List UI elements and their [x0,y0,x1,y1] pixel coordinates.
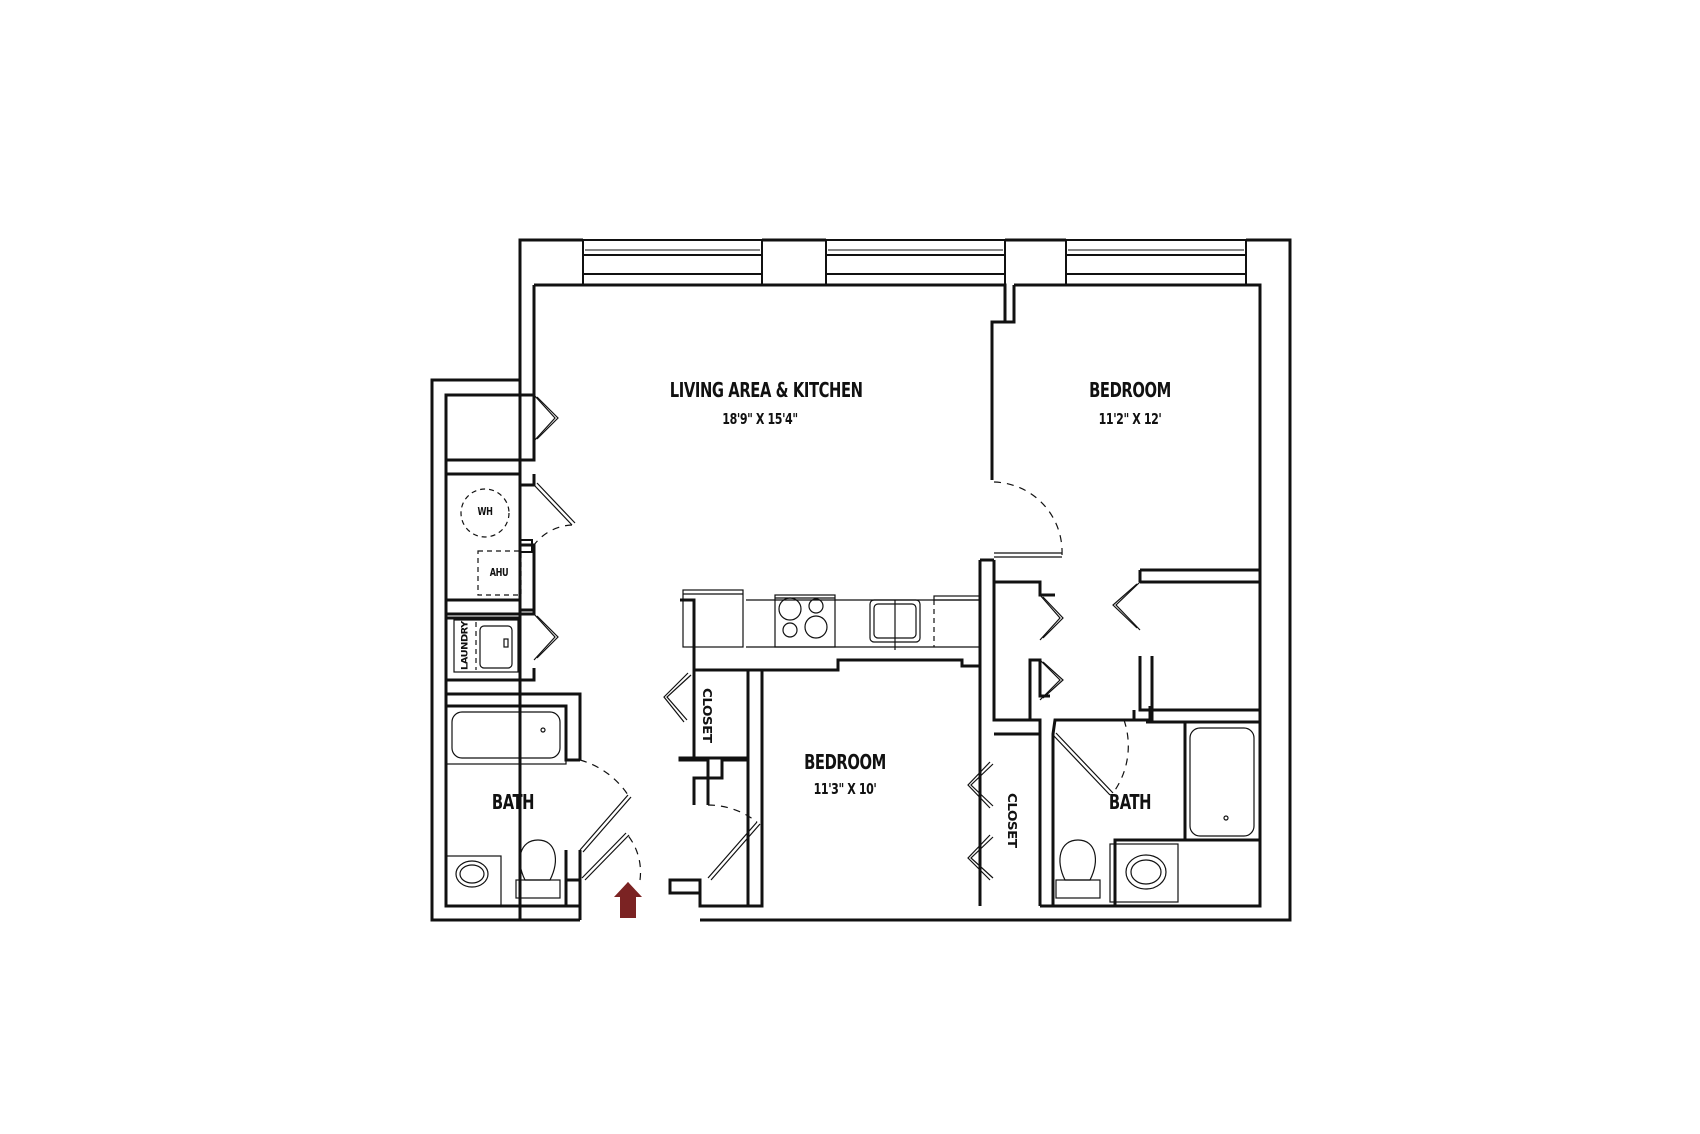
room-name-bedroom-1: BEDROOM [1089,378,1171,402]
room-name-living-kitchen: LIVING AREA & KITCHEN [669,378,863,402]
entry-arrow-icon [614,882,642,918]
windows [582,239,1247,286]
toilet-icon [519,839,556,881]
bathtub-icon [451,711,561,759]
bathtub-icon [1189,727,1255,837]
refrigerator-icon [682,589,744,648]
right-bath-walls [1113,722,1260,906]
room-name-bath-left: BATH [491,790,535,814]
room-name-bedroom-2: BEDROOM [804,750,886,774]
room-dimensions-living-kitchen: 18'9" X 15'4" [722,410,798,428]
closet-label-kitchen: CLOSET [699,687,715,743]
ahu-label: AHU [489,566,509,579]
room-dimensions-bedroom-2: 11'3" X 10' [813,780,877,798]
sink-icon [1125,854,1167,890]
laundry-icon [453,619,519,673]
toilet-icon [1059,839,1096,881]
exterior-walls [430,238,1292,922]
kitchen-fixtures [682,589,981,650]
room-name-bath-right: BATH [1108,790,1152,814]
closet-label-bedroom-2: CLOSET [1004,792,1020,848]
ahu-icon [477,539,533,596]
left-bath-fixtures [445,705,567,907]
range-icon [774,594,836,648]
room-dimensions-bedroom-1: 11'2" X 12' [1098,410,1162,428]
laundry-label: LAUNDRY [459,621,470,670]
sink-icon [455,860,489,888]
right-closet [1138,568,1260,724]
water-heater-label: WH [477,505,493,518]
water-heater-icon [460,488,510,538]
right-bath-fixtures [1055,727,1255,903]
left-closets [444,395,582,762]
kitchen-partition [668,598,980,908]
center-walls [978,558,1152,906]
left-bath-walls [446,850,582,920]
